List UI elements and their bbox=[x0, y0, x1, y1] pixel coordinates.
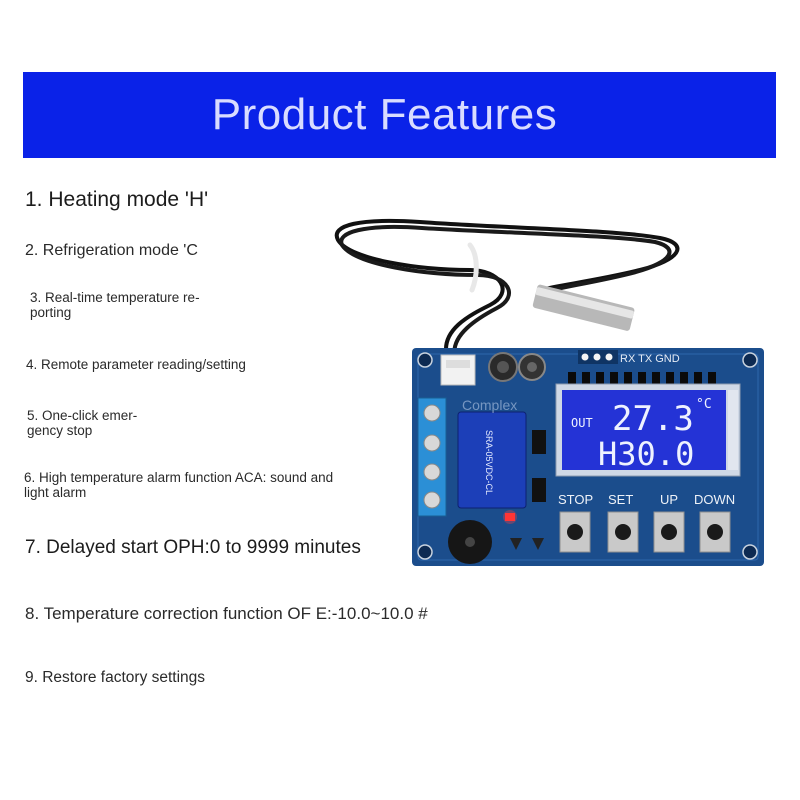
terminal-block bbox=[417, 397, 447, 517]
lcd-mode-label: OUT bbox=[571, 416, 593, 430]
button-labels: STOP SET UP DOWN bbox=[558, 492, 735, 507]
stop-label: STOP bbox=[558, 492, 593, 507]
feature-9: 9. Restore factory settings bbox=[25, 669, 206, 686]
feature-2: 2. Refrigeration mode 'C bbox=[25, 242, 198, 259]
page-title: Product Features bbox=[211, 90, 558, 139]
header-pins-label: RX TX GND bbox=[620, 353, 680, 365]
feature-4: 4. Remote parameter reading/setting bbox=[26, 357, 246, 372]
relay: SRA-05VDC-CL bbox=[457, 411, 527, 509]
led-indicator bbox=[503, 510, 517, 524]
capacitors bbox=[488, 352, 546, 382]
title-banner: Product Features bbox=[23, 72, 776, 158]
feature-5-line-1: 5. One-click emer- bbox=[27, 408, 138, 423]
relay-label: SRA-05VDC-CL bbox=[484, 430, 494, 495]
feature-1: 1. Heating mode 'H' bbox=[25, 188, 209, 211]
thermostat-module-photo: RX TX GND SRA-05VDC-CL Complex OUT 27.3 … bbox=[334, 218, 764, 566]
transistors bbox=[510, 538, 544, 550]
feature-5: 5. One-click emer- gency stop bbox=[27, 408, 138, 439]
lcd-unit: °C bbox=[696, 397, 712, 412]
header-pins: RX TX GND bbox=[578, 350, 680, 365]
watermark: Complex bbox=[462, 397, 517, 413]
lcd-temperature: 27.3 bbox=[612, 399, 694, 439]
feature-5-line-2: gency stop bbox=[27, 422, 93, 438]
sensor-connector bbox=[440, 354, 476, 386]
feature-3-line-1: 3. Real-time temperature re- bbox=[30, 290, 200, 305]
feature-7: 7. Delayed start OPH:0 to 9999 minutes bbox=[25, 537, 361, 558]
feature-6-line-1: 6. High temperature alarm function ACA: … bbox=[24, 470, 334, 485]
lcd-screen: OUT 27.3 °C H30.0 bbox=[555, 383, 741, 477]
push-buttons bbox=[559, 511, 731, 553]
probe-cable bbox=[334, 218, 680, 359]
buzzer bbox=[448, 520, 492, 564]
diodes bbox=[532, 430, 546, 502]
chip-row bbox=[568, 372, 716, 384]
set-label: SET bbox=[608, 492, 633, 507]
feature-6-line-2: light alarm bbox=[24, 484, 87, 500]
feature-6: 6. High temperature alarm function ACA: … bbox=[24, 470, 334, 501]
feature-8: 8. Temperature correction function OF E:… bbox=[25, 604, 428, 623]
down-label: DOWN bbox=[694, 492, 735, 507]
up-label: UP bbox=[660, 492, 678, 507]
feature-3-line-2: porting bbox=[30, 304, 72, 320]
probe-tip bbox=[532, 284, 635, 331]
lcd-setpoint: H30.0 bbox=[598, 435, 694, 473]
feature-3: 3. Real-time temperature re- porting bbox=[30, 290, 200, 321]
